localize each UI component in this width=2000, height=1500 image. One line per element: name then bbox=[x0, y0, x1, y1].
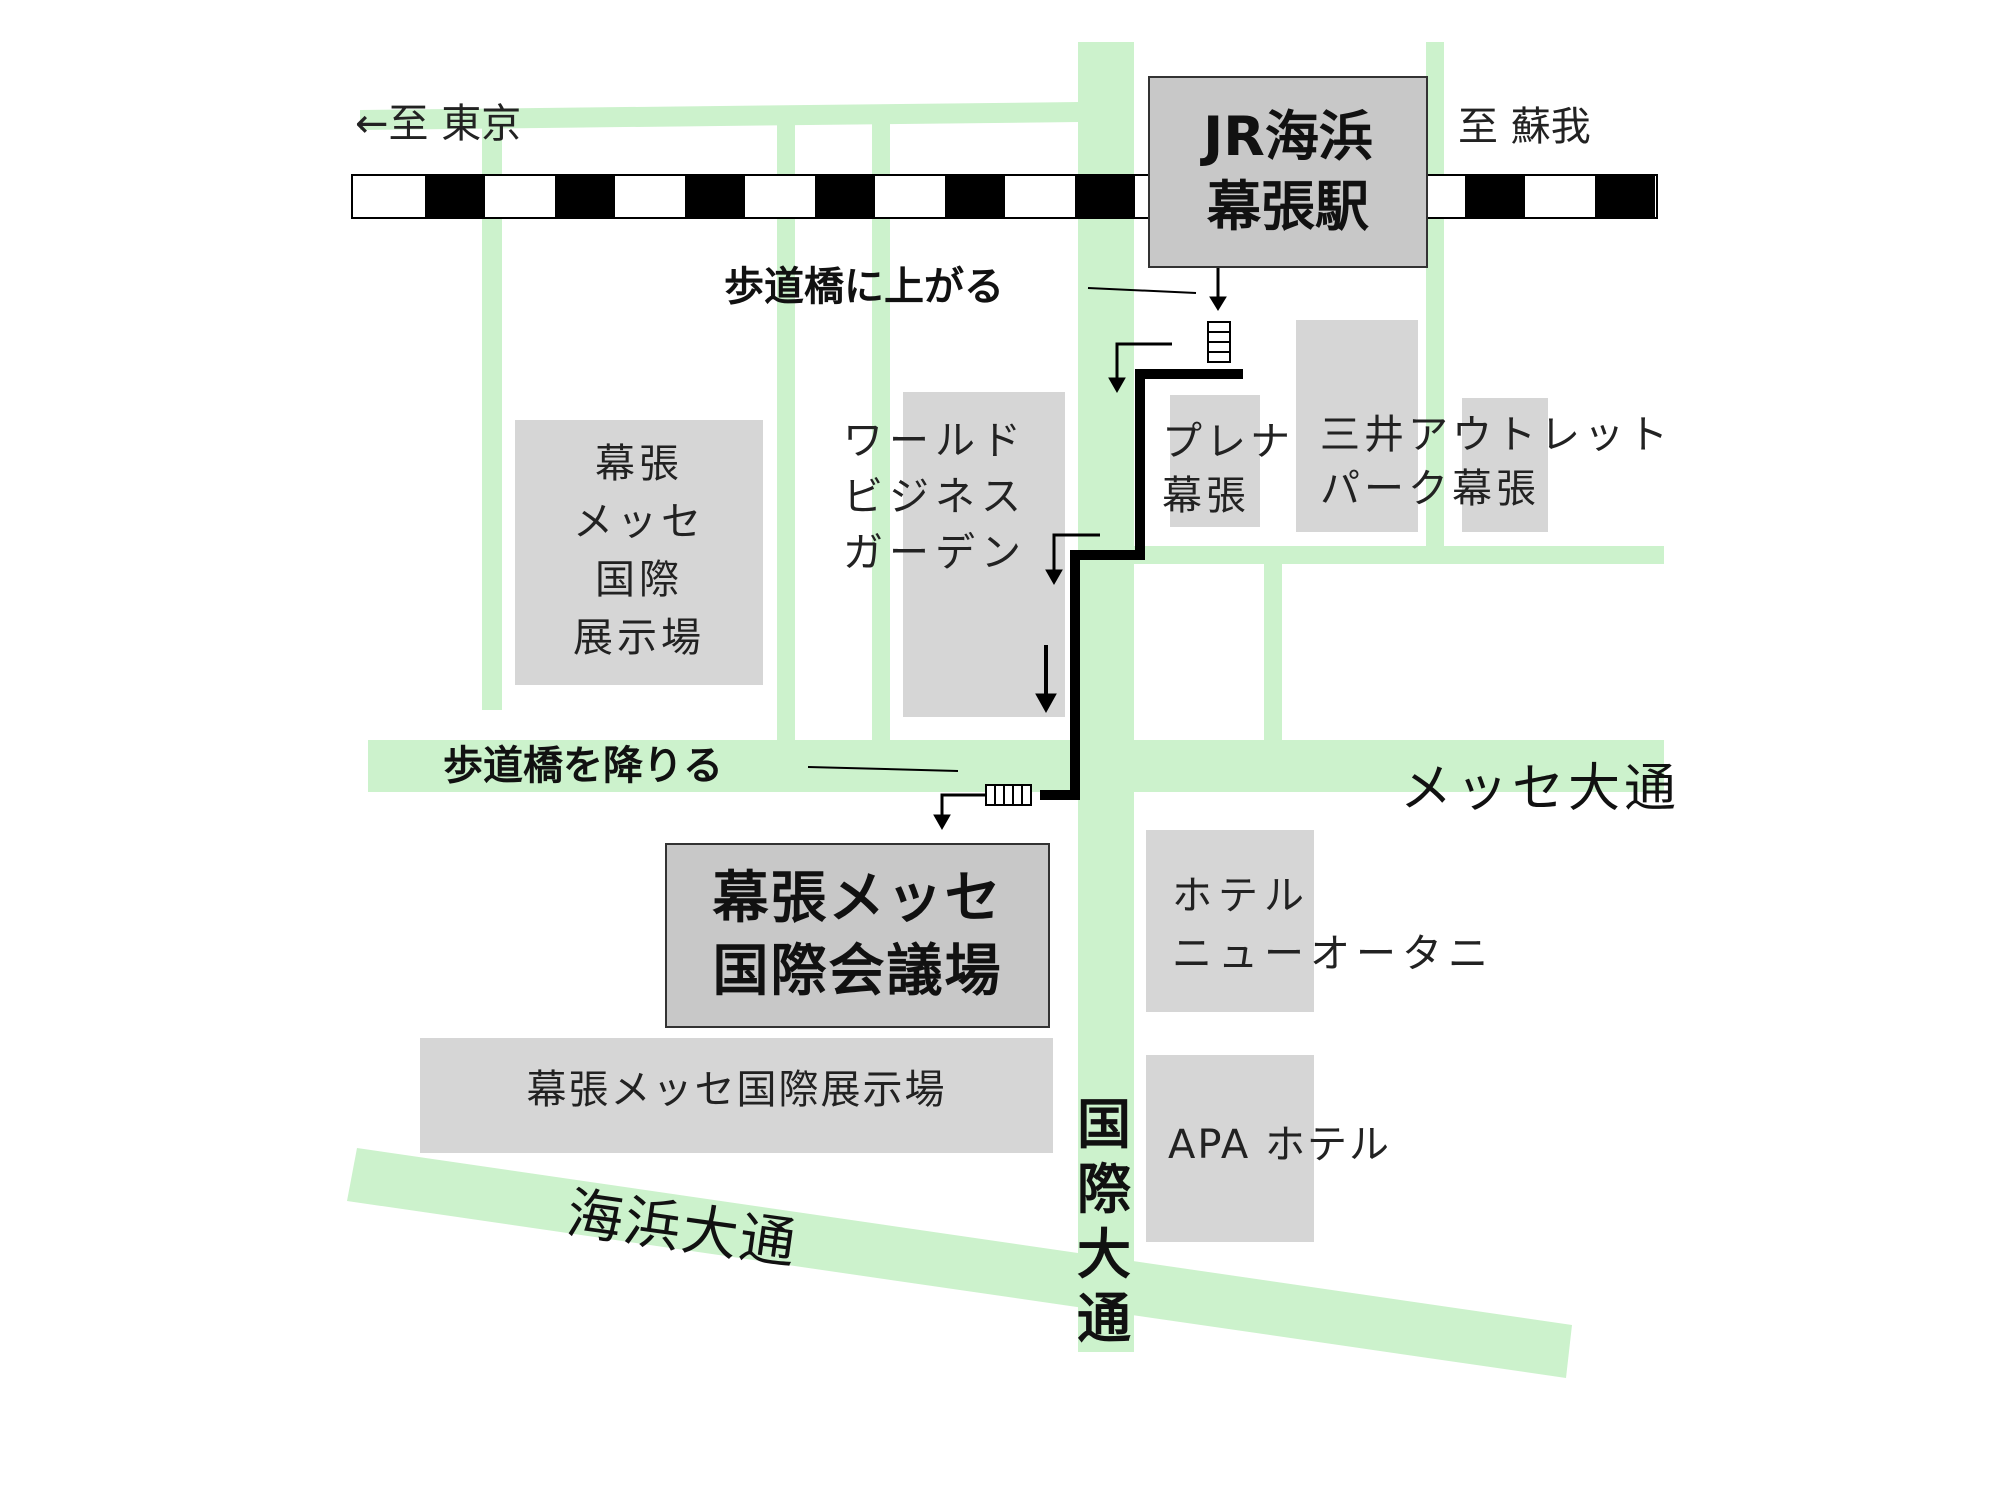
to-tokyo-label: ←至 東京 bbox=[355, 101, 522, 147]
to-soga-label: 至 蘇我 bbox=[1458, 104, 1591, 150]
station-label: JR海浜 幕張駅 bbox=[1203, 104, 1373, 238]
roads bbox=[347, 42, 1664, 1378]
messe-exhibition-west-label: 幕張 メッセ 国際 展示場 bbox=[573, 441, 705, 661]
route-path bbox=[1040, 369, 1243, 800]
road-vertical-mid-east bbox=[1264, 560, 1282, 750]
road-vertical-3 bbox=[872, 105, 890, 750]
messe-ave-label: メッセ大通 bbox=[1400, 759, 1681, 819]
road-vertical-west bbox=[482, 110, 502, 710]
building-exhibition-hall bbox=[420, 1038, 1053, 1153]
building-messe-exhibition-west bbox=[515, 420, 763, 685]
pedestrian-route bbox=[807, 268, 1243, 831]
road-kaihin-ave bbox=[347, 1148, 1572, 1378]
building-outlet-east bbox=[1462, 398, 1548, 532]
descend-bridge-label: 歩道橋を降りる bbox=[443, 743, 723, 789]
building-mitsui-outlet bbox=[1296, 320, 1418, 532]
buildings bbox=[420, 320, 1548, 1242]
plena-label: プレナ 幕張 bbox=[1162, 419, 1294, 519]
station-box: JR海浜 幕張駅 bbox=[1148, 76, 1428, 268]
road-top-street bbox=[360, 102, 1080, 130]
building-new-otani bbox=[1146, 830, 1314, 1012]
mitsui-outlet-label: 三井アウトレット パーク幕張 bbox=[1320, 412, 1672, 512]
road-east-cross bbox=[1134, 546, 1664, 564]
arrow-to-hall bbox=[940, 793, 985, 822]
exhibition-hall-label: 幕張メッセ国際展示場 bbox=[526, 1067, 947, 1113]
apa-hotel-label: APA ホテル bbox=[1168, 1122, 1392, 1168]
road-messe-ave bbox=[368, 740, 1664, 792]
arrow-branch-1 bbox=[1115, 342, 1172, 385]
road-vertical-2 bbox=[777, 110, 795, 750]
new-otani-label: ホテル ニューオータニ bbox=[1172, 873, 1494, 977]
building-apa-hotel bbox=[1146, 1055, 1314, 1242]
kokusai-ave-label: 国 際 大 通 bbox=[1077, 1093, 1131, 1351]
stairs bbox=[985, 321, 1231, 806]
conference-hall-box: 幕張メッセ 国際会議場 bbox=[665, 843, 1050, 1028]
railway bbox=[351, 174, 1658, 219]
road-kokusai-ave bbox=[1078, 42, 1134, 1352]
stairs-down-icon bbox=[985, 784, 1032, 806]
world-business-garden-label: ワールド ビジネス ガーデン bbox=[843, 418, 1027, 576]
road-vertical-east bbox=[1426, 42, 1444, 562]
descend-leader-line bbox=[807, 766, 959, 772]
building-world-business-garden bbox=[903, 392, 1065, 717]
building-plena bbox=[1170, 395, 1260, 527]
conference-hall-label: 幕張メッセ 国際会議場 bbox=[712, 865, 1003, 1004]
climb-leader-line bbox=[1087, 287, 1197, 294]
climb-bridge-label: 歩道橋に上がる bbox=[724, 264, 1004, 310]
arrow-branch-2 bbox=[1052, 533, 1100, 577]
